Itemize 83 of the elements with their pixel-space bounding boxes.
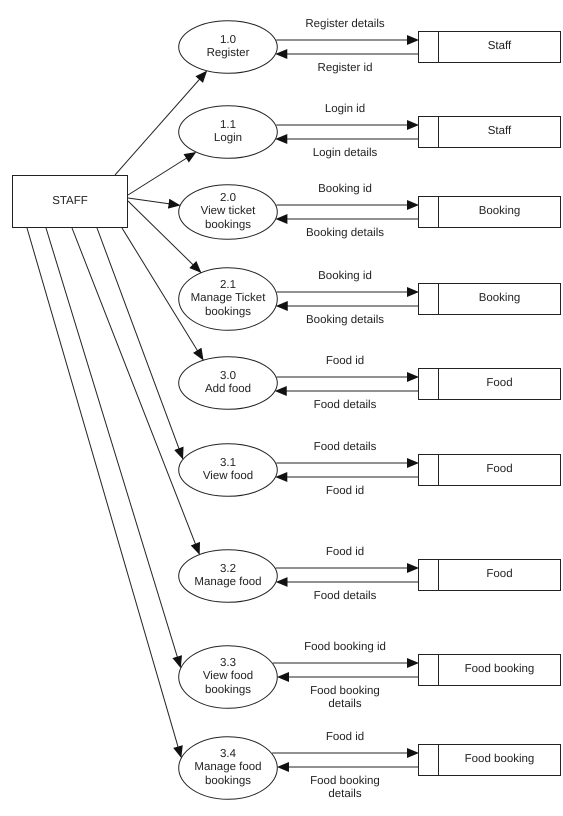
process-number: 2.1 xyxy=(220,279,236,292)
data-flow-arrow xyxy=(272,748,419,758)
data-store xyxy=(418,31,561,63)
data-flow-arrow xyxy=(275,134,418,144)
store-name: Food xyxy=(486,463,513,477)
store-name: Food xyxy=(486,568,513,582)
edge-label: Booking id xyxy=(318,270,372,284)
store-name: Staff xyxy=(488,125,512,139)
data-store xyxy=(418,559,561,591)
store-name: Booking xyxy=(478,205,520,219)
process-name: View food xyxy=(202,470,254,484)
process-name: View food bookings xyxy=(202,670,254,697)
store-name: Staff xyxy=(488,40,512,54)
data-flow-arrow xyxy=(128,152,196,196)
store-name: Food booking xyxy=(464,753,534,767)
process-ellipse xyxy=(178,184,278,240)
edge-label: Booking details xyxy=(306,314,384,328)
process-number: 3.4 xyxy=(220,748,236,762)
data-store xyxy=(418,196,561,228)
process-number: 3.3 xyxy=(220,657,236,670)
process-number: 3.0 xyxy=(220,370,236,383)
process-name: View ticket bookings xyxy=(200,205,256,232)
data-store xyxy=(418,283,561,315)
process-ellipse xyxy=(178,443,278,497)
data-flow-arrow xyxy=(275,49,418,59)
entity-name: STAFF xyxy=(52,194,88,208)
data-flow-arrow xyxy=(276,35,419,45)
data-flow-arrow xyxy=(276,372,419,382)
process-name: Manage food bookings xyxy=(193,761,263,788)
data-flow-arrow xyxy=(122,228,204,360)
data-flow-arrow xyxy=(277,672,418,682)
data-flow-arrow xyxy=(276,577,418,587)
process-ellipse xyxy=(178,549,278,603)
data-flow-arrow xyxy=(276,762,418,772)
process-ellipse xyxy=(178,645,278,709)
process-name: Manage food xyxy=(194,576,262,590)
edge-label: Login id xyxy=(324,103,366,116)
data-flow-arrow xyxy=(276,301,418,311)
edge-label: Register id xyxy=(318,62,372,76)
data-flow-arrow xyxy=(276,458,419,468)
edge-label: Register details xyxy=(305,18,385,32)
process-name: Login xyxy=(214,132,242,146)
process-number: 1.0 xyxy=(220,34,236,47)
data-flow-arrow xyxy=(26,228,183,758)
edge-label: Food booking id xyxy=(304,641,386,654)
data-store xyxy=(418,654,561,686)
process-name: Add food xyxy=(204,383,252,396)
process-ellipse xyxy=(178,356,278,410)
data-flow-arrow xyxy=(276,200,419,210)
data-flow-arrow xyxy=(275,563,419,573)
data-store xyxy=(418,116,561,148)
process-number: 3.1 xyxy=(220,456,236,470)
edge-label: Login details xyxy=(312,147,378,160)
process-name: Register xyxy=(206,47,250,60)
data-flow-arrow xyxy=(276,287,419,297)
data-flow-arrow xyxy=(272,658,419,668)
process-ellipse xyxy=(178,105,278,159)
process-name: Manage Ticket bookings xyxy=(190,292,266,319)
data-flow-arrow xyxy=(128,198,180,209)
edge-label: Booking id xyxy=(318,183,372,196)
data-store xyxy=(418,368,561,400)
data-flow-arrow xyxy=(46,228,182,668)
data-flow-arrow xyxy=(275,214,418,224)
store-name: Food booking xyxy=(464,663,534,677)
data-flow-arrow xyxy=(275,472,418,482)
process-number: 2.0 xyxy=(220,192,236,206)
data-store xyxy=(418,454,561,486)
data-flow-arrow xyxy=(114,70,208,176)
process-number: 3.2 xyxy=(220,562,236,576)
store-name: Booking xyxy=(478,292,520,306)
process-number: 1.1 xyxy=(220,118,236,132)
process-ellipse xyxy=(178,736,278,800)
data-flow-arrow xyxy=(274,386,418,396)
external-entity-box xyxy=(12,175,128,228)
data-flow-arrow xyxy=(276,120,419,130)
store-name: Food xyxy=(486,377,513,391)
data-flow-arrow xyxy=(72,228,200,555)
data-flow-arrow xyxy=(128,200,202,273)
edge-label: Booking details xyxy=(306,227,384,240)
process-ellipse xyxy=(178,20,278,74)
process-ellipse xyxy=(178,267,278,331)
data-store xyxy=(418,744,561,776)
data-flow-arrow xyxy=(96,228,184,460)
